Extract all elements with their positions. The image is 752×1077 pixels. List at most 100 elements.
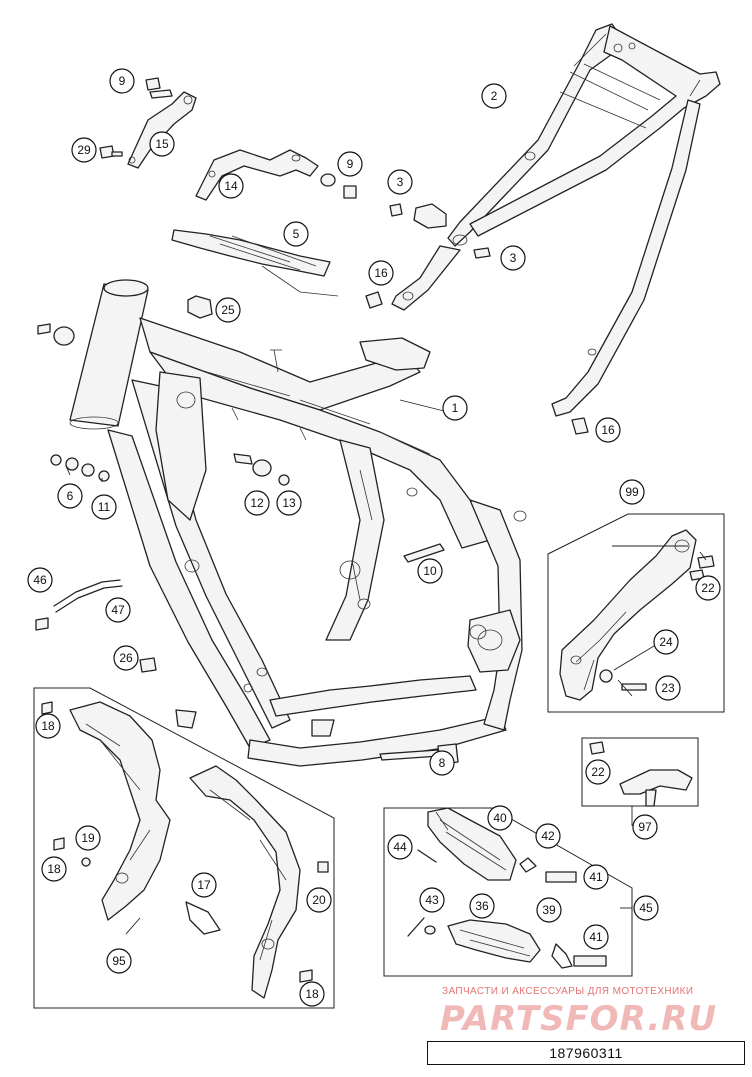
leader-lines <box>65 399 707 935</box>
svg-text:2: 2 <box>491 89 498 103</box>
callout-11: 11 <box>91 494 117 520</box>
callout-43: 43 <box>419 887 445 913</box>
svg-text:16: 16 <box>601 423 615 437</box>
svg-text:16: 16 <box>374 266 388 280</box>
callout-9b: 9 <box>337 151 363 177</box>
callout-18b: 18 <box>41 856 67 882</box>
svg-text:1: 1 <box>452 401 459 415</box>
callout-3a: 3 <box>387 169 413 195</box>
callout-97: 97 <box>632 814 658 840</box>
svg-text:24: 24 <box>659 635 673 649</box>
svg-text:12: 12 <box>250 496 264 510</box>
callout-10: 10 <box>417 558 443 584</box>
callout-99: 99 <box>619 479 645 505</box>
callout-44: 44 <box>387 834 413 860</box>
svg-text:26: 26 <box>119 651 133 665</box>
callout-16a: 16 <box>368 260 394 286</box>
svg-text:22: 22 <box>701 581 715 595</box>
svg-text:6: 6 <box>67 489 74 503</box>
svg-text:22: 22 <box>591 765 605 779</box>
svg-text:3: 3 <box>510 251 517 265</box>
callout-22b: 22 <box>585 759 611 785</box>
callout-5: 5 <box>283 221 309 247</box>
callout-40: 40 <box>487 805 513 831</box>
callout-13: 13 <box>276 490 302 516</box>
svg-text:41: 41 <box>589 870 603 884</box>
svg-text:10: 10 <box>423 564 437 578</box>
callout-41a: 41 <box>583 864 609 890</box>
svg-text:18: 18 <box>47 862 61 876</box>
callout-16b: 16 <box>595 417 621 443</box>
callout-25: 25 <box>215 297 241 323</box>
callout-1: 1 <box>442 395 468 421</box>
drawing-number-box: 187960311 <box>427 1041 745 1065</box>
svg-text:99: 99 <box>625 485 639 499</box>
callout-8: 8 <box>429 750 455 776</box>
main-frame-drawing <box>69 279 527 767</box>
svg-text:9: 9 <box>119 74 126 88</box>
svg-text:23: 23 <box>661 681 675 695</box>
svg-text:45: 45 <box>639 901 653 915</box>
svg-text:36: 36 <box>475 899 489 913</box>
callout-95: 95 <box>106 948 132 974</box>
callout-41b: 41 <box>583 924 609 950</box>
svg-text:19: 19 <box>81 831 95 845</box>
footrest-group-drawing <box>383 807 633 977</box>
svg-text:97: 97 <box>638 820 652 834</box>
callout-12: 12 <box>244 490 270 516</box>
callout-15: 15 <box>149 131 175 157</box>
callout-3b: 3 <box>500 245 526 271</box>
svg-text:95: 95 <box>112 954 126 968</box>
callout-18a: 18 <box>35 713 61 739</box>
callout-46: 46 <box>27 567 53 593</box>
svg-text:9: 9 <box>347 157 354 171</box>
callout-36: 36 <box>469 893 495 919</box>
watermark-tagline: ЗАПЧАСТИ И АКСЕССУАРЫ ДЛЯ МОТОТЕХНИКИ <box>442 986 693 997</box>
rear-subframe-drawing <box>391 23 721 417</box>
brake-tip-group-drawing <box>581 737 699 807</box>
svg-text:13: 13 <box>282 496 296 510</box>
svg-text:20: 20 <box>312 893 326 907</box>
callout-6: 6 <box>57 483 83 509</box>
svg-text:14: 14 <box>224 179 238 193</box>
drawing-number: 187960311 <box>549 1045 623 1061</box>
callout-numbers: 9 15 29 2 14 9 3 3 5 16 25 1 16 6 11 12 … <box>27 68 721 1007</box>
callout-23: 23 <box>655 675 681 701</box>
svg-text:42: 42 <box>541 829 555 843</box>
callout-42: 42 <box>535 823 561 849</box>
callout-18c: 18 <box>299 981 325 1007</box>
brake-pedal-group-drawing <box>547 513 725 713</box>
callout-20: 20 <box>306 887 332 913</box>
watermark: ЗАПЧАСТИ И АКСЕССУАРЫ ДЛЯ МОТОТЕХНИКИ PA… <box>440 986 717 1039</box>
callout-39: 39 <box>536 897 562 923</box>
svg-text:43: 43 <box>425 893 439 907</box>
svg-text:41: 41 <box>589 930 603 944</box>
watermark-logo: PARTSFOR.RU <box>440 999 717 1039</box>
callout-17: 17 <box>191 872 217 898</box>
svg-text:8: 8 <box>439 756 446 770</box>
svg-text:17: 17 <box>197 878 211 892</box>
svg-text:46: 46 <box>33 573 47 587</box>
svg-text:18: 18 <box>41 719 55 733</box>
svg-text:3: 3 <box>397 175 404 189</box>
callout-9a: 9 <box>109 68 135 94</box>
svg-text:47: 47 <box>111 603 125 617</box>
svg-text:39: 39 <box>542 903 556 917</box>
svg-text:18: 18 <box>305 987 319 1001</box>
callout-22a: 22 <box>695 575 721 601</box>
callout-2: 2 <box>481 83 507 109</box>
svg-text:40: 40 <box>493 811 507 825</box>
svg-text:29: 29 <box>77 143 91 157</box>
svg-text:15: 15 <box>155 137 169 151</box>
callout-24: 24 <box>653 629 679 655</box>
callout-47: 47 <box>105 597 131 623</box>
svg-text:5: 5 <box>293 227 300 241</box>
svg-text:11: 11 <box>98 500 111 514</box>
callout-26: 26 <box>113 645 139 671</box>
callout-29: 29 <box>71 137 97 163</box>
callout-14: 14 <box>218 173 244 199</box>
callout-45: 45 <box>633 895 659 921</box>
frame-protector-group-drawing <box>33 687 335 1009</box>
callout-19: 19 <box>75 825 101 851</box>
